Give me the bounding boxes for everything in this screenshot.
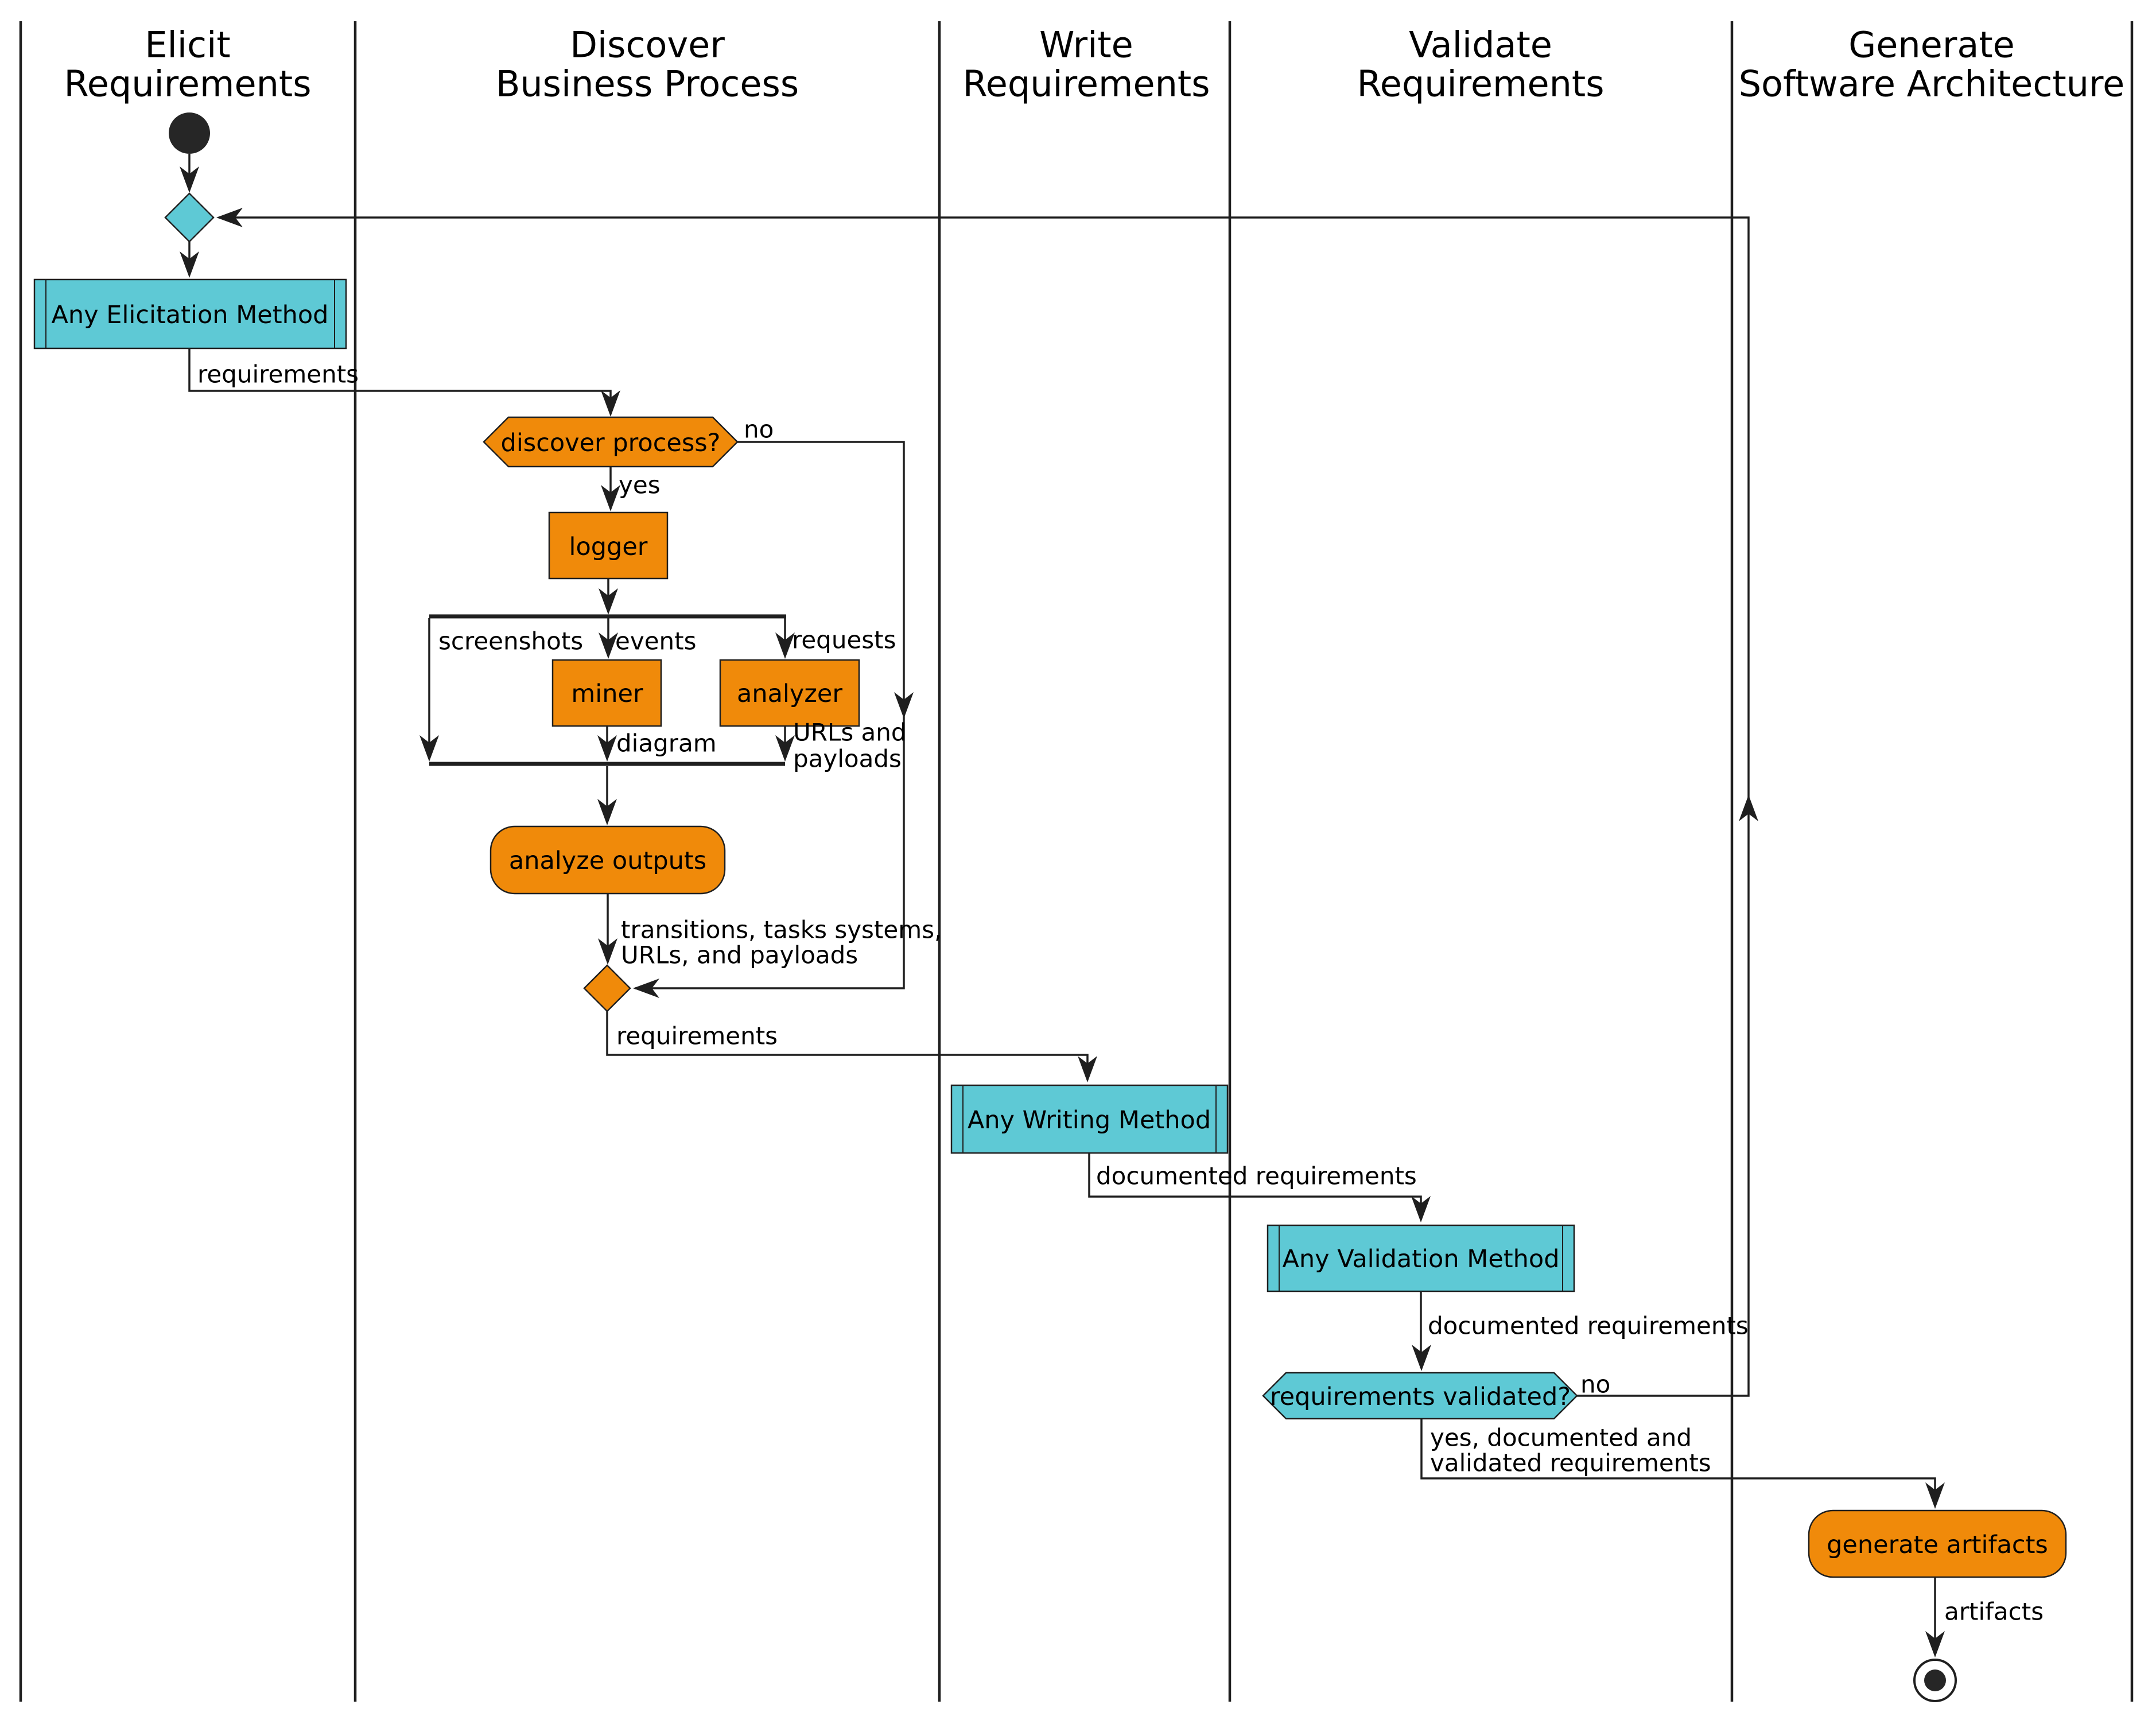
edge-label-requirements-1: requirements (197, 360, 359, 389)
end-node-inner-dot (1924, 1669, 1946, 1691)
analyzer-box (719, 659, 860, 727)
swimlane-lines (19, 21, 2134, 1702)
lane-title-write-1: Write (1039, 24, 1133, 66)
arrowhead-mid-no2 (1739, 795, 1758, 821)
any-validation-method-label: Any Validation Method (1282, 1245, 1559, 1274)
arrowhead (216, 208, 243, 227)
edge-label-transitions-2: URLs, and payloads (621, 941, 858, 969)
any-elicitation-method-box (33, 278, 347, 350)
lane-title-generate-1: Generate (1848, 24, 2015, 66)
merge-diamond-elicit (164, 192, 215, 243)
edge-label-urls-and: URLs and (793, 719, 907, 747)
any-elicitation-method-label: Any Elicitation Method (52, 301, 329, 329)
edges (188, 154, 1936, 1655)
discover-process-hexagon (483, 416, 739, 468)
node-logger: logger (548, 511, 669, 580)
lane-title-discover-2: Business Process (496, 63, 799, 105)
arrowhead (633, 979, 659, 998)
any-writing-method-label: Any Writing Method (968, 1106, 1211, 1135)
arrowhead-mid-no1 (894, 692, 914, 719)
edge-label-documented-2: documented requirements (1428, 1312, 1749, 1340)
arrowhead (599, 632, 618, 659)
arrowhead (180, 166, 199, 193)
lane-title-elicit-1: Elicit (145, 24, 230, 66)
arrowhead (1411, 1196, 1431, 1222)
lane-title-discover-1: Discover (570, 24, 725, 66)
any-validation-method-box (1267, 1224, 1575, 1292)
logger-box (548, 511, 669, 580)
edge-label-documented-1: documented requirements (1096, 1162, 1417, 1190)
miner-box (551, 659, 662, 727)
requirements-validated-label: requirements validated? (1270, 1383, 1571, 1411)
node-analyzer: analyzer (719, 659, 860, 727)
analyze-outputs-label: analyze outputs (509, 847, 706, 875)
edge-label-transitions-1: transitions, tasks systems, (621, 916, 942, 944)
arrowheads (180, 166, 1945, 1657)
node-any-writing-method: Any Writing Method (950, 1084, 1229, 1154)
any-writing-method-box (950, 1084, 1229, 1154)
edge-label-diagram: diagram (616, 729, 717, 758)
generate-artifacts-label: generate artifacts (1827, 1531, 2048, 1559)
arrowhead (775, 632, 795, 659)
arrowhead (601, 485, 620, 511)
edge-label-events: events (615, 627, 697, 655)
edge-validated-no-loop (219, 216, 1750, 1397)
analyze-outputs-box (490, 825, 726, 895)
edge-label-screenshots: screenshots (438, 627, 583, 655)
lane-title-write-2: Requirements (962, 63, 1210, 105)
edge-label-no-1: no (744, 416, 774, 444)
edge-label-yes-documented-2: validated requirements (1430, 1449, 1711, 1477)
merge-diamond-discover (583, 964, 631, 1012)
arrowhead (1078, 1056, 1097, 1082)
edge-label-artifacts: artifacts (1944, 1598, 2044, 1626)
edge-labels: requirements no yes screenshots events r… (197, 360, 2044, 1626)
arrowhead (597, 735, 617, 762)
swimlane-headers: Elicit Requirements Discover Business Pr… (64, 24, 2124, 105)
logger-label: logger (569, 533, 648, 561)
miner-label: miner (571, 680, 643, 708)
node-miner: miner (551, 659, 662, 727)
end-node (1913, 1659, 1957, 1702)
edge-label-requirements-2: requirements (616, 1022, 778, 1050)
lane-title-validate-2: Requirements (1357, 63, 1604, 105)
node-generate-artifacts: generate artifacts (1808, 1509, 2067, 1578)
node-any-validation-method: Any Validation Method (1267, 1224, 1575, 1292)
lane-title-validate-1: Validate (1409, 24, 1552, 66)
node-any-elicitation-method: Any Elicitation Method (33, 278, 347, 350)
arrowhead (1925, 1631, 1945, 1657)
arrowhead (1925, 1482, 1945, 1509)
node-discover-process-decision: discover process? (483, 416, 739, 468)
nodes: Any Elicitation Method discover process?… (33, 112, 2067, 1702)
edge-label-yes-1: yes (619, 471, 661, 499)
arrowhead (599, 588, 618, 615)
discover-process-label: discover process? (501, 429, 721, 457)
start-node (169, 112, 210, 154)
requirements-validated-hexagon (1262, 1372, 1578, 1420)
analyzer-label: analyzer (737, 680, 842, 708)
arrowhead (419, 735, 439, 762)
edge-label-payloads: payloads (793, 745, 902, 773)
edge-label-requests: requests (792, 626, 896, 654)
arrowhead (598, 938, 617, 965)
arrowhead (180, 251, 199, 278)
lane-title-elicit-2: Requirements (64, 63, 311, 105)
arrowhead (601, 390, 620, 417)
node-analyze-outputs: analyze outputs (490, 825, 726, 895)
node-requirements-validated-decision: requirements validated? (1262, 1372, 1578, 1420)
edge-label-no-2: no (1580, 1370, 1610, 1399)
arrowhead (597, 799, 617, 825)
arrowhead (1412, 1345, 1431, 1371)
arrowhead (775, 735, 795, 762)
lane-title-generate-2: Software Architecture (1739, 63, 2125, 105)
generate-artifacts-box (1808, 1509, 2067, 1578)
edge-label-yes-documented-1: yes, documented and (1430, 1424, 1692, 1452)
